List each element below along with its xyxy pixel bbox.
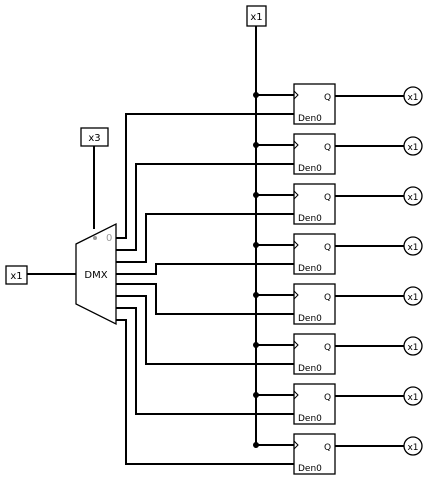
flipflop: Q Den0 — [293, 183, 336, 225]
flipflop-q-label: Q — [324, 143, 331, 153]
enable-wire — [115, 295, 295, 365]
clock-triangle — [293, 240, 299, 250]
clock-junction — [253, 392, 259, 398]
flipflop-den-label: Den0 — [298, 364, 322, 374]
output-terminal: x1 — [403, 436, 423, 456]
flipflop-array: QDen0x1QDen0x1QDen0x1QDen0x1QDen0x1QDen0… — [293, 83, 423, 475]
output-terminal: x1 — [403, 336, 423, 356]
enable-wire — [115, 113, 295, 239]
flipflop-den-label: Den0 — [298, 464, 322, 474]
select-input-label: x3 — [88, 133, 100, 144]
output-terminal: x1 — [403, 286, 423, 306]
output-label: x1 — [407, 93, 418, 103]
flipflop-body — [293, 433, 336, 475]
clock-junction — [253, 92, 259, 98]
clock-triangle — [293, 440, 299, 450]
clock-triangle — [293, 90, 299, 100]
flipflop-q-label: Q — [324, 243, 331, 253]
flipflop: Q Den0 — [293, 433, 336, 475]
output-circle — [403, 186, 423, 206]
demux-label: DMX — [84, 270, 107, 281]
demux-output-wires — [115, 92, 405, 465]
output-label: x1 — [407, 443, 418, 453]
select-input-block: x3 — [80, 127, 109, 147]
flipflop-den-label: Den0 — [298, 214, 322, 224]
flipflop-den-label: Den0 — [298, 114, 322, 124]
output-terminal: x1 — [403, 136, 423, 156]
output-terminal: x1 — [403, 86, 423, 106]
output-circle — [403, 86, 423, 106]
output-label: x1 — [407, 193, 418, 203]
enable-wire — [115, 163, 295, 251]
enable-wire — [115, 283, 295, 315]
flipflop: Q Den0 — [293, 83, 336, 125]
flipflop-body — [293, 333, 336, 375]
flipflop: Q Den0 — [293, 133, 336, 175]
output-terminal: x1 — [403, 236, 423, 256]
data-input-label: x1 — [10, 271, 22, 282]
enable-wire — [115, 213, 295, 263]
flipflop-den-label: Den0 — [298, 164, 322, 174]
flipflop: Q Den0 — [293, 333, 336, 375]
clock-junction — [253, 292, 259, 298]
output-circle — [403, 286, 423, 306]
clock-triangle — [293, 390, 299, 400]
flipflop: Q Den0 — [293, 233, 336, 275]
flipflop-body — [293, 233, 336, 275]
clock-triangle — [293, 190, 299, 200]
flipflop-q-label: Q — [324, 393, 331, 403]
top-input-block: x1 — [246, 5, 267, 27]
clock-junction — [253, 242, 259, 248]
flipflop-body — [293, 133, 336, 175]
output-circle — [403, 136, 423, 156]
flipflop-body — [293, 383, 336, 425]
enable-wire — [115, 263, 295, 275]
clock-triangle — [293, 290, 299, 300]
output-terminal: x1 — [403, 386, 423, 406]
flipflop-q-label: Q — [324, 443, 331, 453]
flipflop-body — [293, 283, 336, 325]
flipflop-q-label: Q — [324, 93, 331, 103]
flipflop-den-label: Den0 — [298, 414, 322, 424]
output-circle — [403, 236, 423, 256]
clock-junction — [253, 192, 259, 198]
clock-triangle — [293, 140, 299, 150]
output-label: x1 — [407, 143, 418, 153]
flipflop-body — [293, 83, 336, 125]
flipflop-den-label: Den0 — [298, 314, 322, 324]
clock-junction — [253, 342, 259, 348]
output-label: x1 — [407, 243, 418, 253]
enable-wire — [115, 307, 295, 415]
flipflop-q-label: Q — [324, 343, 331, 353]
output-circle — [403, 336, 423, 356]
flipflop: Q Den0 — [293, 283, 336, 325]
demux-select-dot — [93, 236, 97, 240]
output-circle — [403, 436, 423, 456]
output-label: x1 — [407, 293, 418, 303]
output-label: x1 — [407, 343, 418, 353]
flipflop-q-label: Q — [324, 293, 331, 303]
flipflop-den-label: Den0 — [298, 264, 322, 274]
clock-triangle — [293, 340, 299, 350]
output-label: x1 — [407, 393, 418, 403]
data-input-block: x1 — [5, 265, 28, 285]
clock-junction — [253, 442, 259, 448]
output-terminal: x1 — [403, 186, 423, 206]
demux-block: DMX 0 — [75, 222, 117, 326]
flipflop: Q Den0 — [293, 383, 336, 425]
clock-junction — [253, 142, 259, 148]
enable-wire — [115, 319, 295, 465]
demux-trapezoid — [75, 222, 117, 326]
top-input-label: x1 — [250, 12, 262, 23]
flipflop-body — [293, 183, 336, 225]
demux-first-output-label: 0 — [106, 233, 112, 244]
flipflop-q-label: Q — [324, 193, 331, 203]
output-circle — [403, 386, 423, 406]
